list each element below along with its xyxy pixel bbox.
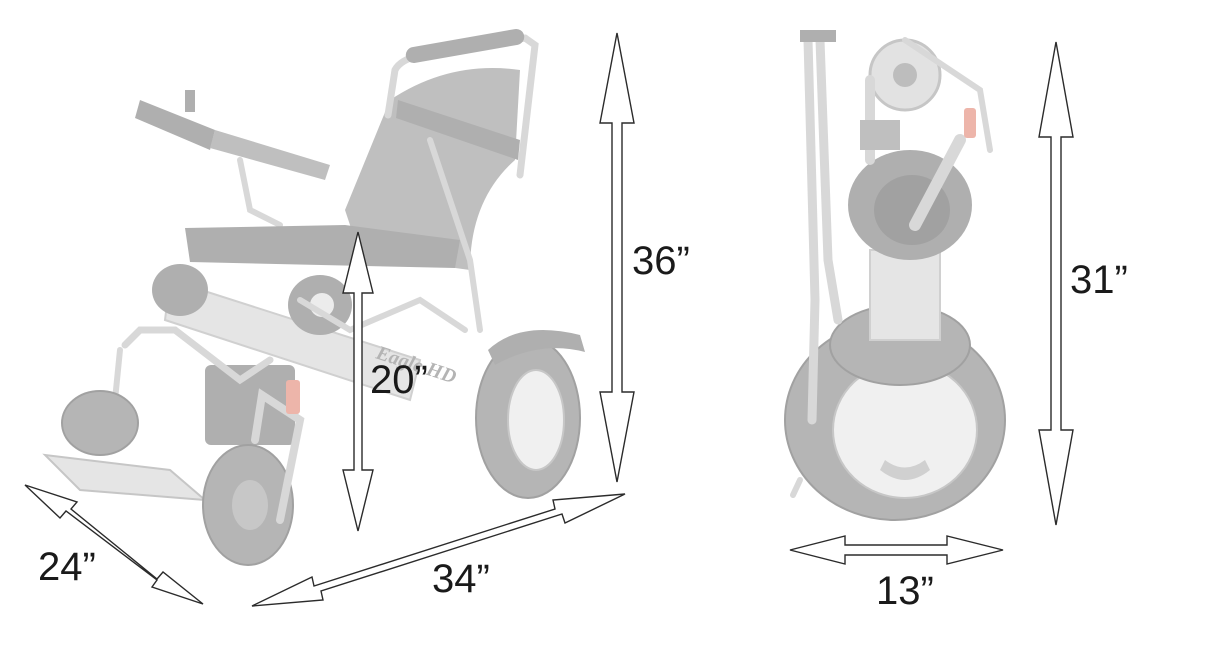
folded-width-arrow bbox=[789, 535, 1004, 565]
width-arrow bbox=[24, 484, 204, 605]
height-arrow bbox=[599, 32, 635, 483]
folded-wheelchair-illustration bbox=[784, 30, 1006, 521]
folded-width-label: 13” bbox=[876, 569, 934, 613]
height-label: 36” bbox=[632, 239, 690, 283]
seat-height-label: 20” bbox=[370, 358, 428, 402]
seat-height-arrow bbox=[342, 231, 374, 532]
open-wheelchair-illustration: Eagle HD bbox=[42, 28, 585, 566]
length-label: 34” bbox=[432, 557, 490, 601]
folded-height-label: 31” bbox=[1070, 258, 1128, 302]
width-label: 24” bbox=[38, 545, 96, 589]
folded-height-arrow bbox=[1038, 41, 1074, 526]
length-arrow bbox=[251, 493, 626, 607]
